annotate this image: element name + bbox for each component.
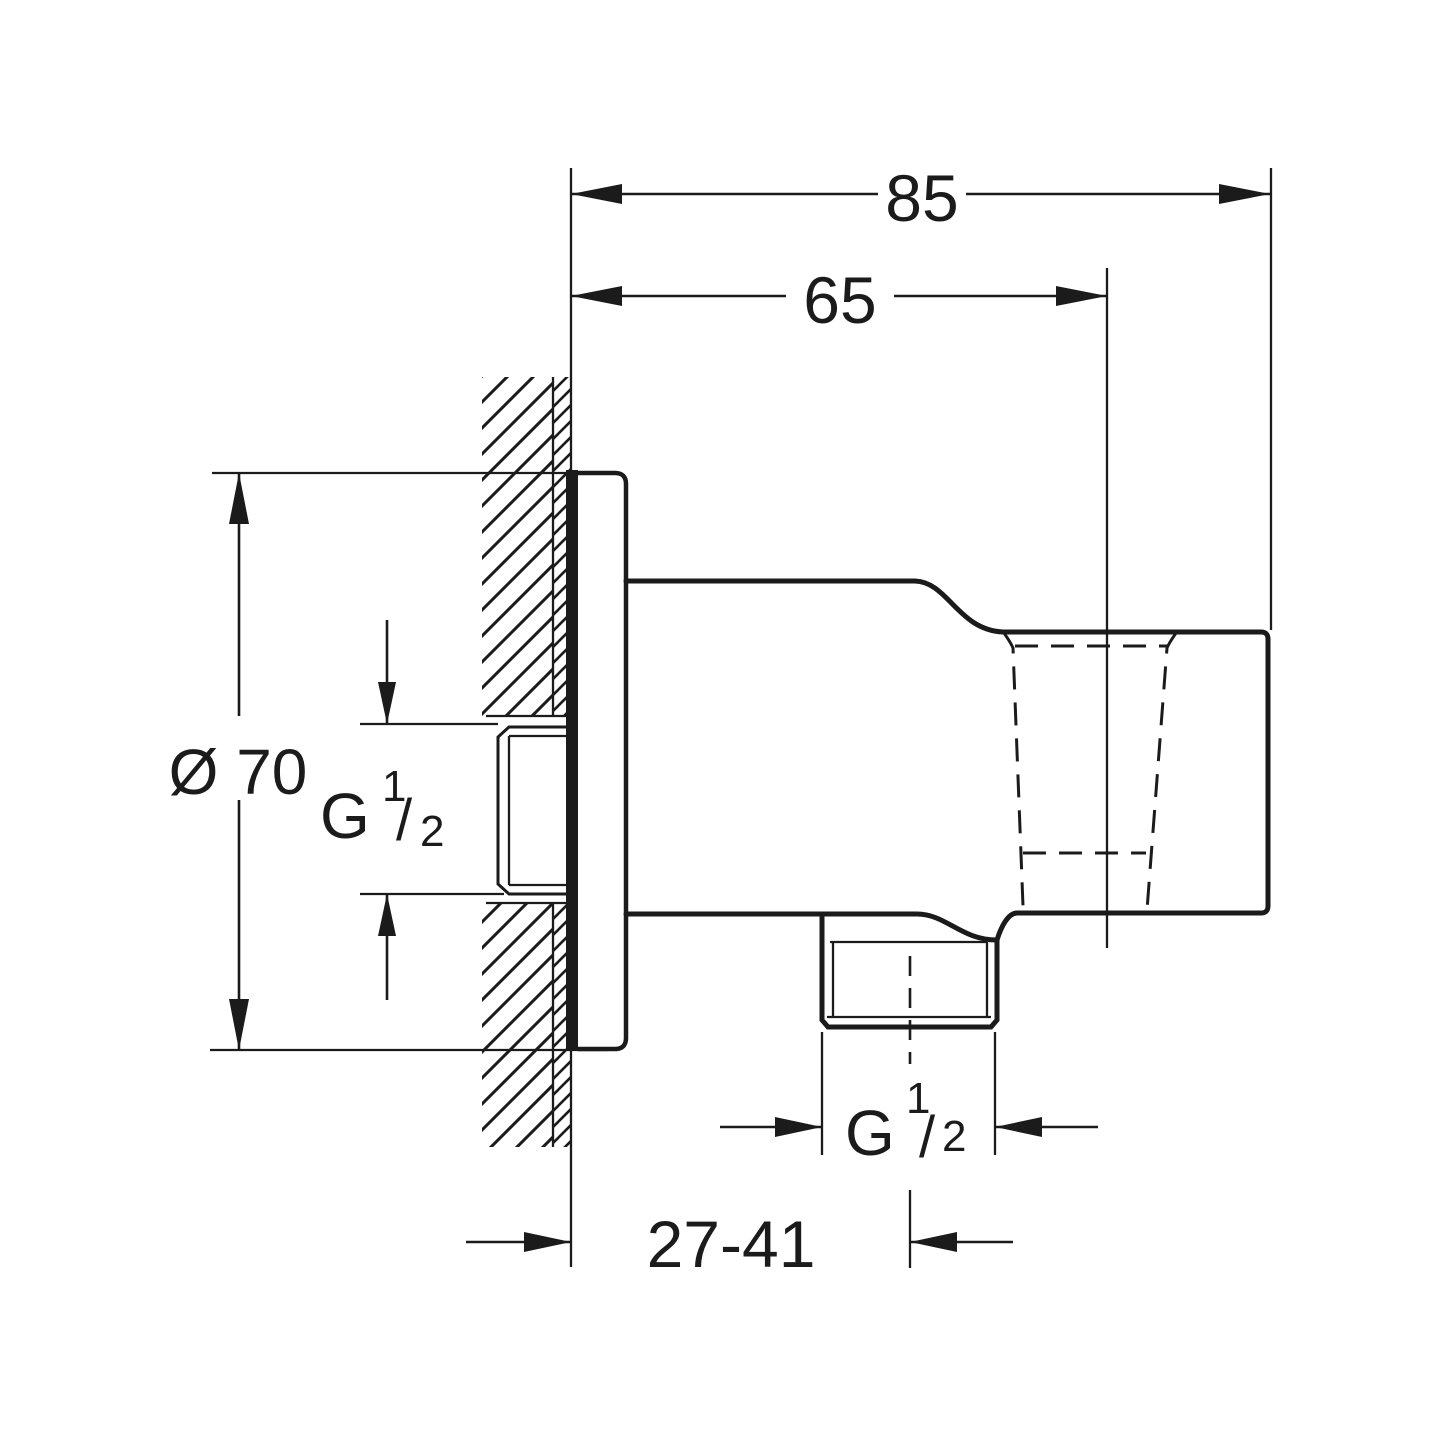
- body-underside-sweep: [623, 911, 1000, 943]
- arrowhead-left-icon: [995, 1117, 1042, 1137]
- holder-cone-hidden-lines: [1002, 632, 1178, 911]
- wall-thread-denominator: 2: [420, 807, 444, 856]
- escutcheon-wall-contact-bar: [566, 470, 578, 1050]
- arrowhead-left-icon: [571, 286, 622, 306]
- escutcheon: [566, 470, 629, 1052]
- wall-hatch-upper: [482, 377, 553, 716]
- dimension-outlet-thread: G 1 / 2: [720, 1032, 1098, 1170]
- wall-thread-numerator: 1: [382, 762, 406, 811]
- outlet-thread-slash: /: [919, 1105, 936, 1170]
- wall-hole-edges: [486, 714, 571, 905]
- outlet-nipple-thread-lines: [827, 940, 991, 1019]
- valve-body: [623, 578, 1271, 1030]
- ext-lines-outlet-thread: [820, 1032, 997, 1155]
- arrowhead-up-icon: [229, 473, 249, 524]
- arrowhead-right-icon: [524, 1232, 571, 1252]
- wall-thread-letter: G: [320, 780, 370, 852]
- outlet-thread-letter: G: [845, 1097, 895, 1169]
- wall-anchor-nut: [496, 725, 572, 896]
- arrowhead-down-icon: [229, 999, 249, 1050]
- arrowhead-left-icon: [910, 1232, 957, 1252]
- dimension-total-depth: 85: [569, 161, 1273, 630]
- arrowhead-down-icon: [378, 682, 396, 724]
- center-lines: [908, 268, 1109, 1064]
- dimension-holder-axis-depth: 65: [571, 263, 1107, 337]
- wall-section: [482, 377, 573, 1267]
- dimension-65-label: 65: [803, 263, 876, 337]
- outlet-thread-numerator: 1: [906, 1074, 930, 1123]
- dimension-27-41-label: 27-41: [647, 1207, 816, 1281]
- ext-lines-wall-thread: [360, 722, 504, 896]
- arrowhead-left-icon: [571, 184, 622, 204]
- arrowhead-right-icon: [775, 1117, 822, 1137]
- dimension-escutcheon-diameter: Ø 70: [169, 471, 607, 1052]
- wall-thread-slash: /: [396, 788, 413, 853]
- dimension-85-label: 85: [885, 161, 958, 235]
- body-outline: [623, 578, 1271, 1030]
- nut-outline: [496, 725, 572, 896]
- arrowhead-right-icon: [1056, 286, 1107, 306]
- nut-chamfer-lines: [507, 734, 572, 887]
- cone-left-hidden-edge: [1002, 632, 1025, 907]
- arrowhead-right-icon: [1219, 184, 1270, 204]
- dimension-dia70-label: Ø 70: [169, 736, 308, 808]
- dimension-wall-thread: G 1 / 2: [320, 620, 504, 1000]
- arrowhead-up-icon: [378, 894, 396, 936]
- cone-right-hidden-edge: [1145, 632, 1178, 911]
- escutcheon-outline: [578, 470, 629, 1052]
- dimension-wall-depth-range: 27-41: [466, 1190, 1013, 1281]
- wall-hatch-lower: [482, 903, 553, 1147]
- outlet-thread-denominator: 2: [942, 1112, 966, 1161]
- ext-lines-dia70: [210, 471, 607, 1052]
